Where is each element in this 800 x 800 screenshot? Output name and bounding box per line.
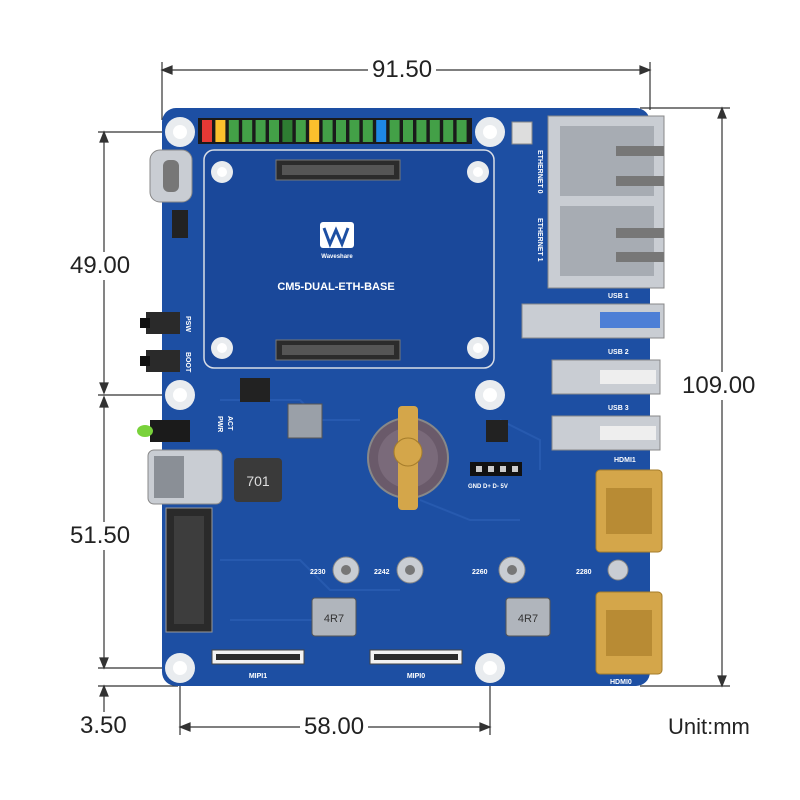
eth1-label: ETHERNET 1 — [536, 218, 543, 262]
dim-hole-spacing: 58.00 — [300, 713, 369, 741]
waveshare-logo — [320, 222, 354, 249]
gpio-pin — [362, 120, 373, 142]
inductor-4r7-b — [505, 597, 551, 637]
m2-2242-label: 2242 — [374, 569, 390, 576]
gpio-pin — [255, 120, 266, 142]
gpio-pin — [295, 120, 306, 142]
inductor-4r7-label-b: 4R7 — [518, 613, 538, 625]
m2-2260-label: 2260 — [472, 569, 488, 576]
usb-c-port — [149, 149, 193, 203]
usb-pin-header — [470, 462, 522, 476]
gpio-pin — [336, 120, 346, 142]
hdmi0-label: HDMI0 — [610, 679, 632, 686]
inductor-4r7-label-a: 4R7 — [324, 613, 344, 625]
hdmi-ports — [595, 469, 663, 675]
inductor-small — [287, 403, 323, 439]
ic-chip-3 — [486, 420, 508, 442]
gpio-pin — [215, 120, 226, 142]
inductor-701 — [234, 458, 282, 502]
act-label: ACT — [226, 416, 233, 431]
mounting-holes — [165, 117, 505, 683]
header-pins-label: GND D+ D- 5V — [468, 484, 508, 490]
gpio-pin — [242, 120, 253, 142]
leds — [137, 420, 190, 442]
logo-text: Waveshare — [321, 254, 353, 260]
cm5-connectors — [275, 159, 401, 361]
mipi0-label: MIPI0 — [407, 673, 425, 680]
gpio-pin — [403, 120, 413, 142]
power-jack — [147, 449, 223, 505]
gpio-pin — [349, 120, 360, 142]
gpio-pin — [376, 120, 387, 142]
usb3-label: USB 3 — [608, 405, 629, 412]
unit-label: Unit:mm — [668, 714, 750, 739]
hdmi1-label: HDMI1 — [614, 457, 636, 464]
m2-slot — [165, 507, 213, 633]
gpio-pin — [282, 120, 293, 142]
gpio-pin — [456, 120, 467, 142]
dim-total-height: 109.00 — [678, 372, 760, 400]
dim-bottom-offset: 3.50 — [76, 712, 131, 740]
eth0-label: ETHERNET 0 — [536, 150, 543, 194]
rtc-battery — [367, 406, 449, 510]
gpio-pin — [416, 120, 427, 142]
inductor-4r7-a — [311, 597, 357, 637]
gpio-pin — [443, 120, 454, 142]
board-name-label: CM5-DUAL-ETH-BASE — [277, 281, 394, 293]
usb-ports — [521, 303, 665, 451]
gpio-pin — [309, 120, 320, 142]
gpio-pin — [322, 120, 333, 142]
boot-label: BOOT — [184, 352, 191, 373]
m2-standoffs — [332, 556, 629, 584]
gpio-pin — [269, 120, 279, 142]
gpio-pin — [202, 120, 212, 142]
m2-2280-label: 2280 — [576, 569, 592, 576]
ic-chip — [172, 210, 188, 238]
usb2-label: USB 2 — [608, 349, 629, 356]
gpio-pin — [228, 120, 239, 142]
ethernet-jack — [511, 115, 665, 289]
gpio-header — [198, 118, 472, 144]
m2-2230-label: 2230 — [310, 569, 326, 576]
inductor-701-label: 701 — [246, 473, 270, 489]
dim-top-width: 91.50 — [368, 56, 437, 84]
pwr-label: PWR — [216, 416, 223, 432]
mipi1-label: MIPI1 — [249, 673, 267, 680]
gpio-pin — [429, 120, 440, 142]
buttons — [140, 312, 180, 372]
gpio-pin — [389, 120, 400, 142]
psw-label: PSW — [184, 316, 191, 332]
mipi-connectors — [211, 649, 463, 665]
pcb — [162, 108, 650, 686]
dim-height-lower: 51.50 — [66, 522, 135, 550]
dim-height-upper: 49.00 — [66, 252, 135, 280]
ic-chip-2 — [240, 378, 270, 402]
usb1-label: USB 1 — [608, 293, 629, 300]
